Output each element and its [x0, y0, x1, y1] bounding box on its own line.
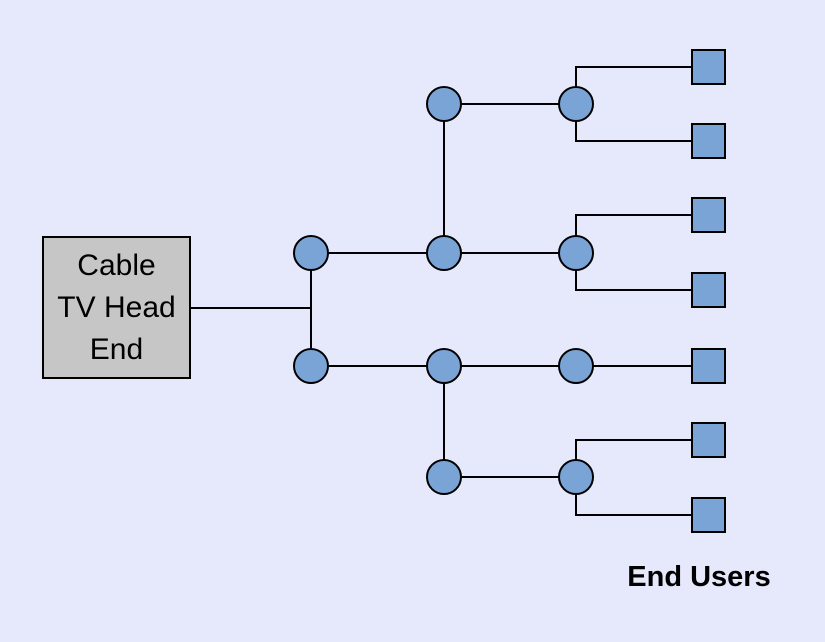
headend: Cable TV Head End [42, 236, 191, 379]
node-middle-lower [426, 348, 462, 384]
node-bottom [426, 459, 462, 495]
nodes [293, 86, 594, 495]
end-user-5 [691, 348, 726, 384]
end-users [691, 49, 726, 533]
end-user-6 [691, 422, 726, 458]
node-trunk-upper [293, 235, 329, 271]
headend-box [42, 236, 191, 379]
end-user-7 [691, 497, 726, 533]
node-tap-upper [558, 235, 594, 271]
end-users-caption: End Users [627, 561, 770, 593]
node-tap-bottom [558, 459, 594, 495]
end-user-3 [691, 197, 726, 233]
node-middle-upper [426, 235, 462, 271]
end-user-2 [691, 123, 726, 159]
end-user-1 [691, 49, 726, 85]
headend-label-line-2: TV Head [57, 291, 175, 324]
node-trunk-lower [293, 348, 329, 384]
headend-label-line-1: Cable [77, 249, 155, 282]
end-user-4 [691, 272, 726, 308]
headend-label-line-3: End [90, 333, 143, 366]
node-tap-top [558, 86, 594, 122]
node-top [426, 86, 462, 122]
node-tap-middle [558, 348, 594, 384]
